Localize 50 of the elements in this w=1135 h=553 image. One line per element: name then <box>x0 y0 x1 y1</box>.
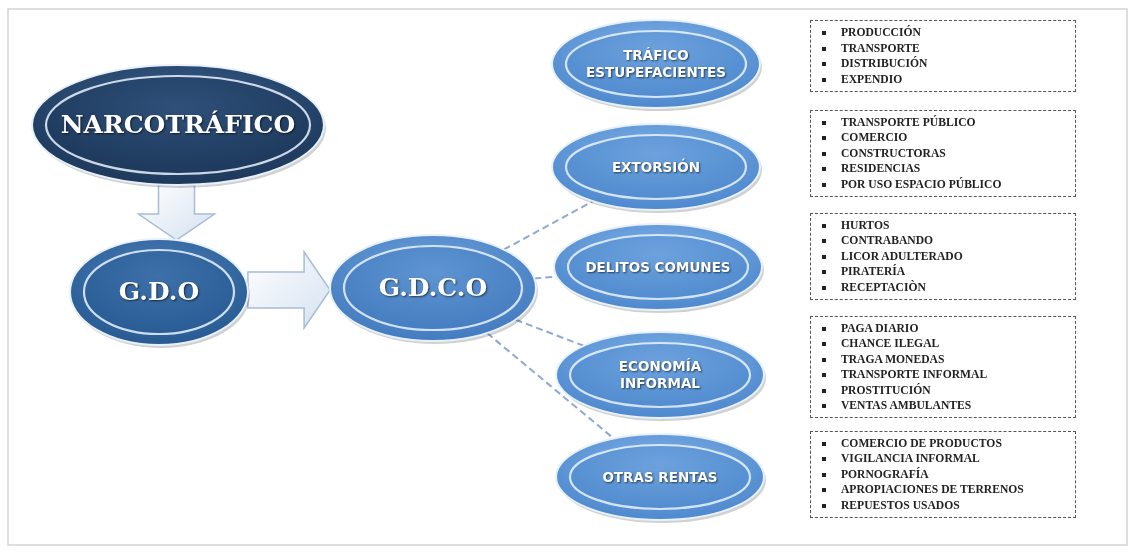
dashed-list-box <box>810 110 1076 197</box>
list-item: DISTRIBUCIÓN <box>819 56 928 72</box>
list-item: PIRATERÍA <box>819 264 906 280</box>
dashed-list-box <box>810 213 1076 300</box>
node-label: DELITOS COMUNES <box>585 258 731 276</box>
node-label: ECONOMÍA INFORMAL <box>617 358 703 392</box>
oval-node <box>68 237 250 347</box>
dashed-connector <box>502 200 594 251</box>
list-item: PAGA DIARIO <box>819 320 919 336</box>
list-item: TRANSPORTE <box>819 40 920 56</box>
list-item: HURTOS <box>819 217 890 234</box>
oval-node <box>328 233 538 343</box>
oval-node <box>554 330 766 420</box>
node-label: G.D.O <box>118 276 200 308</box>
list-item: COMERCIO DE PRODUCTOS <box>819 435 1002 452</box>
list-item: VIGILANCIA INFORMAL <box>819 451 980 467</box>
node-label: NARCOTRÁFICO <box>60 109 296 141</box>
list-item: CHANCE ILEGAL <box>819 336 940 352</box>
oval-node <box>552 222 764 312</box>
node-label: EXTORSIÓN <box>611 158 701 176</box>
list-item: PROSTITUCIÓN <box>819 382 931 398</box>
list-item: CONTRABANDO <box>819 233 934 249</box>
list-item: POR USO ESPACIO PÚBLICO <box>819 176 1002 193</box>
list-item: RESIDENCIAS <box>819 161 921 177</box>
list-item: EXPENDIO <box>819 71 903 87</box>
list-item: TRAGA MONEDAS <box>819 351 945 367</box>
dashed-list-box <box>810 316 1076 418</box>
list-item: VENTAS AMBULANTES <box>819 398 972 414</box>
node-label: OTRAS RENTAS <box>602 468 718 486</box>
list-item: COMERCIO <box>819 130 908 146</box>
list-item: PORNOGRAFÍA <box>819 466 929 483</box>
list-item: LICOR ADULTERADO <box>819 248 963 265</box>
node-label: G.D.C.O <box>378 272 488 304</box>
list-item: CONSTRUCTORAS <box>819 145 946 162</box>
dashed-list-box <box>810 431 1076 518</box>
list-item: TRANSPORTE INFORMAL <box>819 367 988 383</box>
list-item: TRANSPORTE PÚBLICO <box>819 114 976 131</box>
dashed-connector <box>514 318 585 347</box>
block-arrow <box>247 249 331 331</box>
oval-node <box>30 63 326 187</box>
dashed-list-box <box>810 20 1076 92</box>
list-item: APROPIACIONES DE TERRENOS <box>819 482 1024 498</box>
list-item: RECEPTACIÒN <box>819 279 926 296</box>
node-label: TRÁFICO ESTUPEFACIENTES <box>585 47 727 81</box>
oval-node <box>550 122 762 212</box>
list-item: REPUESTOS USADOS <box>819 497 960 514</box>
oval-node <box>554 432 766 522</box>
oval-node <box>550 18 762 110</box>
list-item: PRODUCCIÓN <box>819 25 921 41</box>
block-arrow <box>136 184 217 241</box>
